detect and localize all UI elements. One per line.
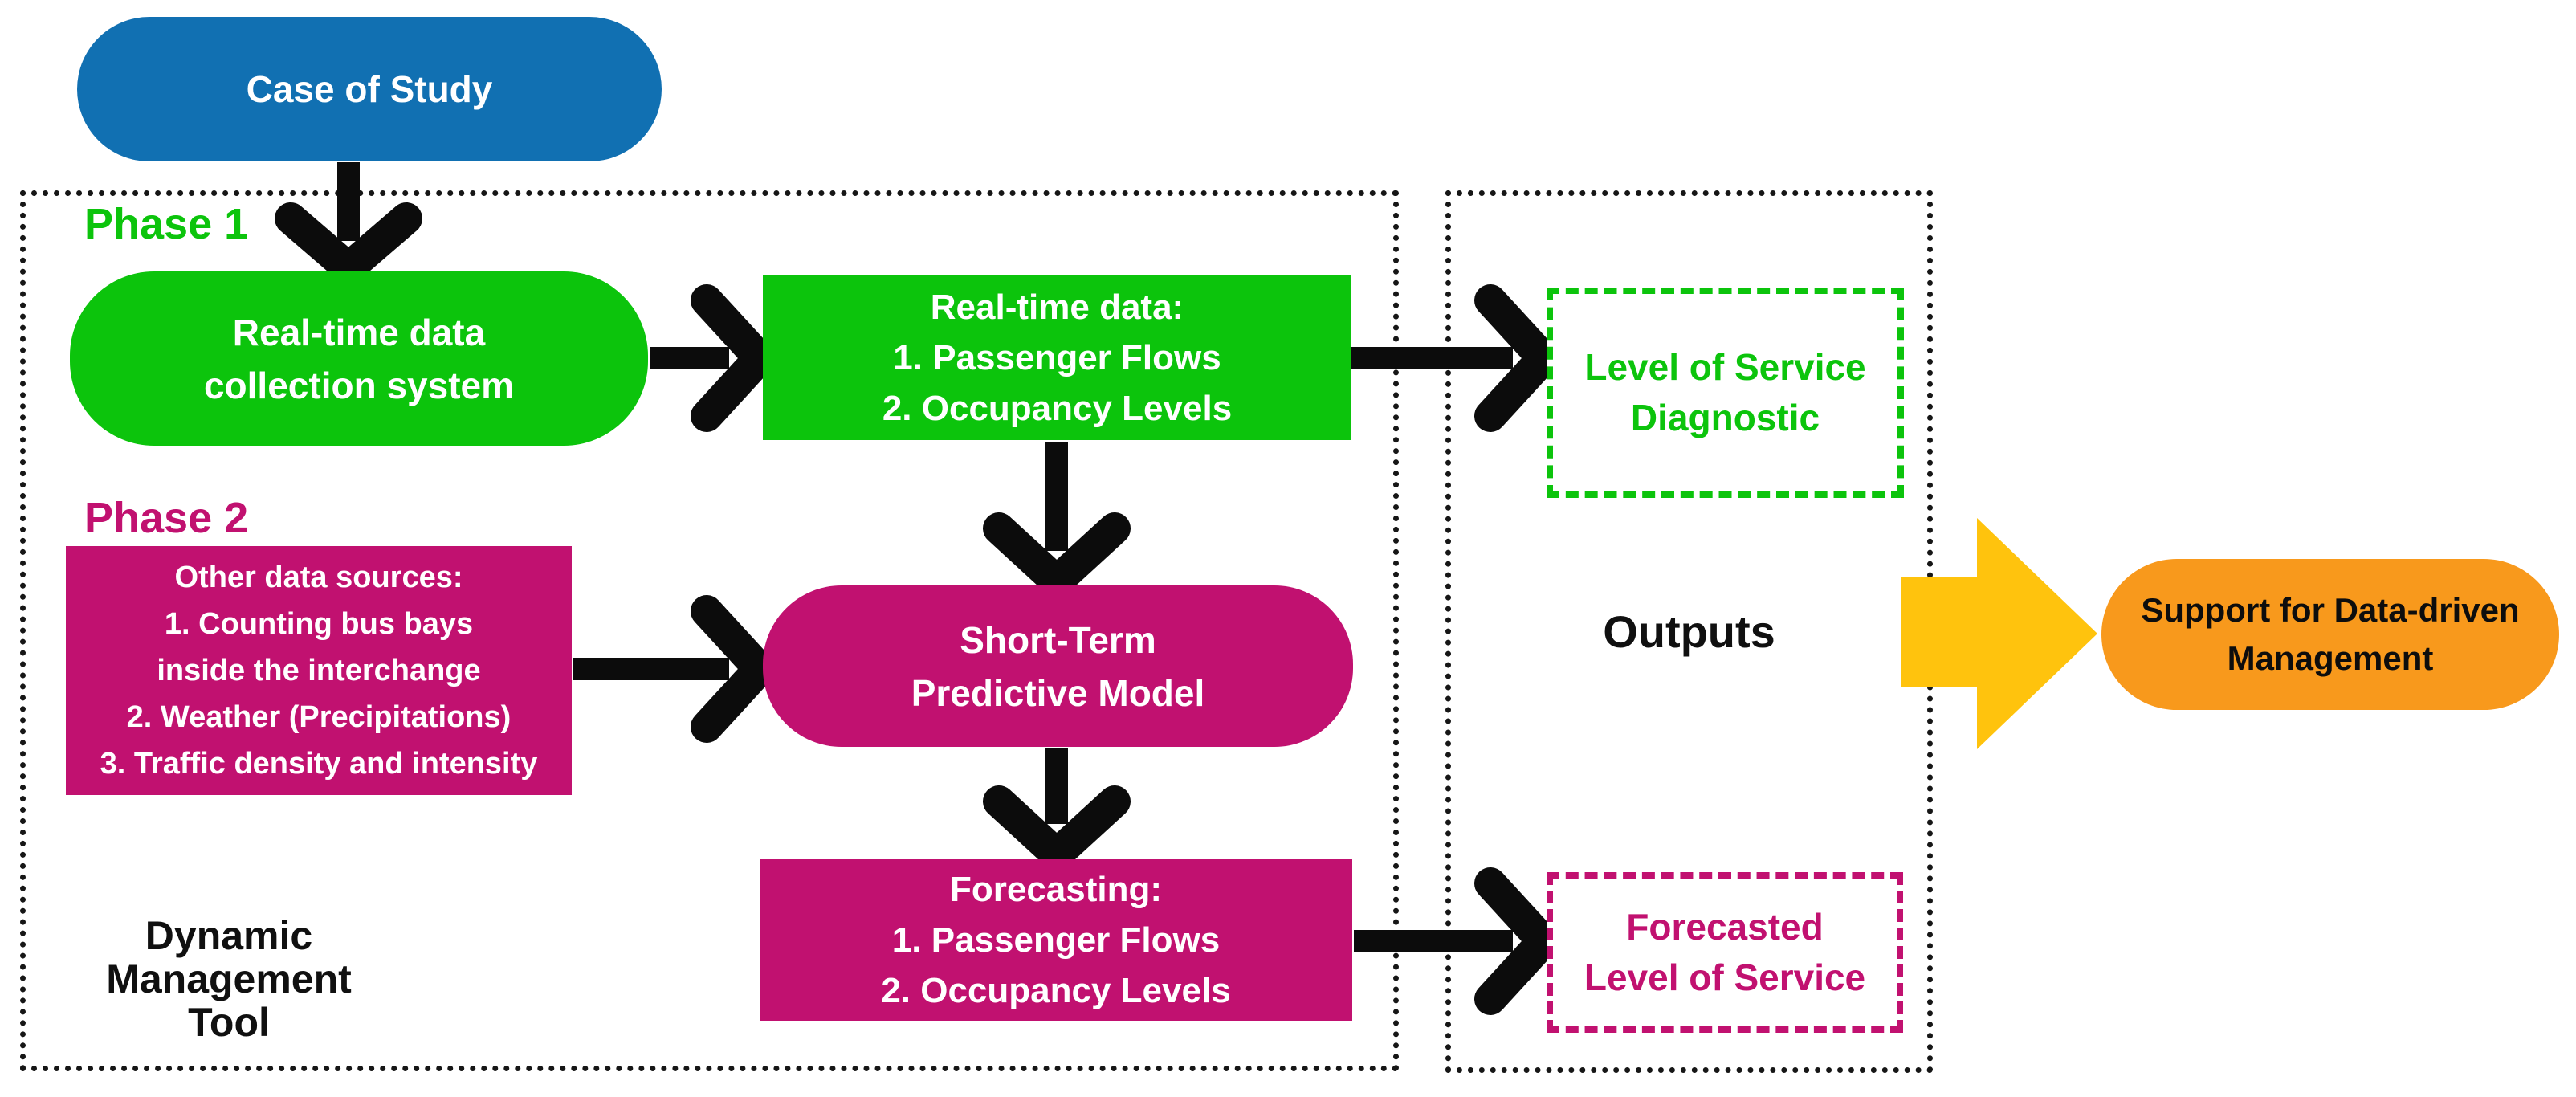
other-data-sources-node: Other data sources: 1. Counting bus bays… (66, 546, 572, 795)
forecasted-los-node: Forecasted Level of Service (1547, 872, 1903, 1033)
phase1-label: Phase 1 (84, 200, 249, 248)
realtime-collection-node: Real-time data collection system (70, 271, 648, 446)
phase2-label: Phase 2 (84, 494, 249, 542)
support-management-node: Support for Data-driven Management (2101, 559, 2559, 710)
predictive-model-node: Short-Term Predictive Model (763, 585, 1353, 747)
forecasting-node: Forecasting: 1. Passenger Flows 2. Occup… (760, 859, 1352, 1021)
realtime-data-node: Real-time data: 1. Passenger Flows 2. Oc… (763, 275, 1351, 440)
case-of-study-node: Case of Study (77, 17, 662, 161)
los-diagnostic-node: Level of Service Diagnostic (1547, 288, 1904, 498)
dynamic-management-tool-container (20, 190, 1399, 1071)
dynamic-management-tool-label: Dynamic Management Tool (106, 913, 352, 1045)
outputs-label: Outputs (1603, 606, 1775, 657)
